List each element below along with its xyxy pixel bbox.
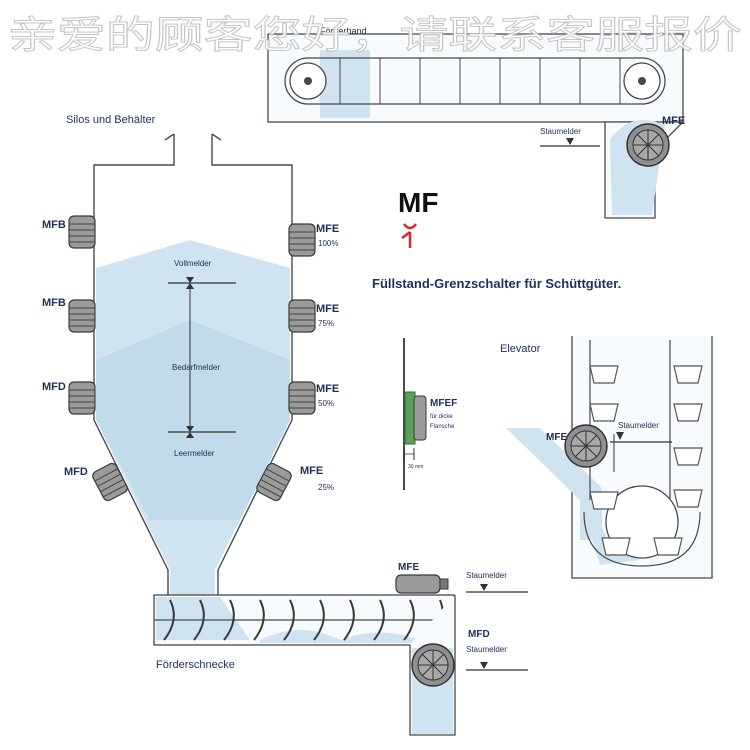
elevator-level-label: Staumelder <box>618 421 659 430</box>
silo-right-level-2: 75% <box>318 319 334 328</box>
watermark-text: 亲爱的顾客您好，请联系客服报价 <box>8 13 742 57</box>
diagram-title: Füllstand-Grenzschalter für Schüttgüter. <box>372 276 621 291</box>
screw-sensor-bottom-label: MFD <box>468 629 490 640</box>
empty-level-label: Leermelder <box>174 449 215 458</box>
silo-right-sensor-2-icon <box>288 299 316 333</box>
conveyor-belt-loop <box>284 57 666 105</box>
silo-left-sensor-1-icon <box>68 215 96 249</box>
screw-title: Förderschnecke <box>156 659 235 671</box>
silo-right-label-1: MFE <box>316 223 339 235</box>
flange-note-2: Flansche <box>430 424 455 430</box>
screw-flights <box>163 599 444 641</box>
elevator-sensor-icon <box>564 424 608 468</box>
conveyor-sensor-icon <box>626 123 670 167</box>
elevator <box>506 336 713 579</box>
silo-right-level-1: 100% <box>318 239 338 248</box>
flange-note-1: für dicke <box>430 414 453 420</box>
elevator-sensor-label: MFE <box>546 432 567 443</box>
silo-right-label-2: MFE <box>316 303 339 315</box>
flange-model: MFEF <box>430 398 457 409</box>
screw-sensor-top-label: MFE <box>398 562 419 573</box>
screw-sensor-bottom-icon <box>411 643 455 687</box>
silo-left-sensor-2-icon <box>68 299 96 333</box>
conveyor-sensor-label: MFE <box>662 115 685 127</box>
silo-right-label-4: MFE <box>300 465 323 477</box>
conveyor-belt <box>267 33 685 219</box>
silo-left-label-4: MFD <box>64 466 88 478</box>
flange-sensor <box>403 338 427 490</box>
conveyor-title: Förderband <box>320 26 367 36</box>
screw-conveyor <box>153 574 528 736</box>
screw-level-top-label: Staumelder <box>466 571 507 580</box>
silo-wall-left <box>93 134 175 598</box>
silo-right-sensor-1-icon <box>288 223 316 257</box>
silo-left-sensor-3-icon <box>68 381 96 415</box>
silo <box>68 133 316 600</box>
silo-left-label-3: MFD <box>42 381 66 393</box>
silo-left-label-2: MFB <box>42 297 66 309</box>
screw-sensor-top-icon <box>395 574 441 594</box>
silo-right-sensor-3-icon <box>288 381 316 415</box>
logo-text: MF <box>398 187 438 218</box>
demand-level-label: Bedarfmelder <box>172 363 220 372</box>
full-level-label: Vollmelder <box>174 259 212 268</box>
silo-right-level-4: 25% <box>318 483 334 492</box>
mf-logo: MF <box>398 187 438 248</box>
screw-level-bottom-label: Staumelder <box>466 645 507 654</box>
silo-right-label-3: MFE <box>316 383 339 395</box>
silo-right-level-3: 50% <box>318 399 334 408</box>
elevator-title: Elevator <box>500 343 541 355</box>
silo-left-label-1: MFB <box>42 219 66 231</box>
flange-dimension: 30 mm <box>408 464 423 470</box>
silo-material-shade <box>96 320 290 520</box>
conveyor-inlet-material <box>320 50 370 118</box>
logo-mark-icon <box>401 223 417 248</box>
conveyor-level-label: Staumelder <box>540 127 581 136</box>
silo-wall-right <box>211 134 293 598</box>
silo-title: Silos und Behälter <box>66 114 156 126</box>
